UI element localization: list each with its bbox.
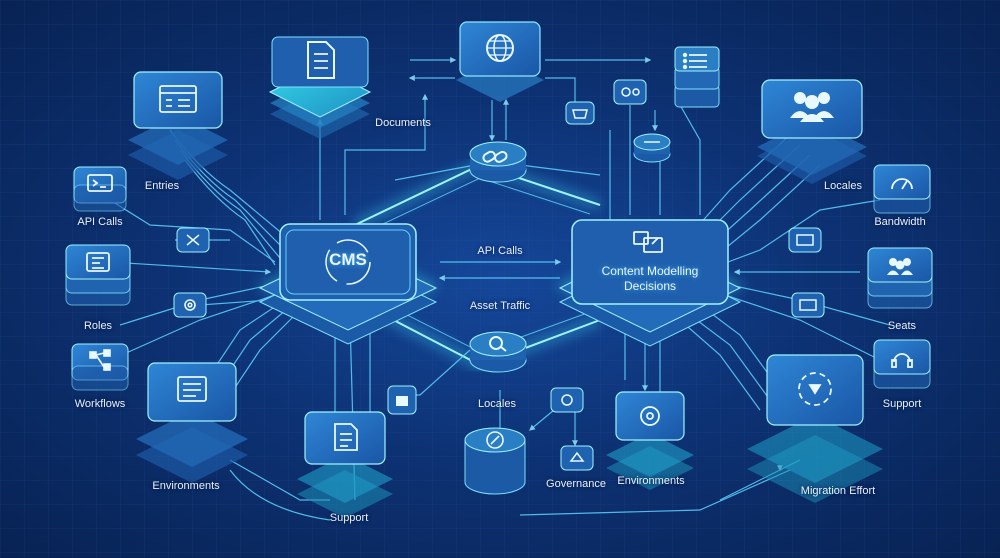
label-seats: Seats — [887, 320, 917, 332]
governance-shape-icon — [569, 451, 585, 462]
workflow-icon — [89, 349, 111, 371]
roles-icon — [86, 252, 110, 272]
lock-icon — [396, 396, 408, 406]
label-entries: Entries — [144, 180, 180, 192]
cms-title: CMS — [329, 250, 367, 269]
content-modelling-title: Content Modelling Decisions — [601, 264, 699, 293]
gear-icon-2 — [621, 87, 640, 97]
environments-gear-icon — [640, 406, 660, 426]
cms-hub[interactable] — [256, 223, 440, 345]
support-bottom-node[interactable] — [297, 411, 393, 518]
link-icon — [482, 150, 508, 163]
entries-window-icon — [159, 85, 197, 113]
compass-icon — [486, 431, 504, 449]
share-icon — [186, 234, 200, 246]
environments-center-node[interactable] — [606, 391, 694, 490]
label-support-bottom: Support — [329, 512, 369, 524]
environments-icon — [177, 376, 207, 402]
server-node[interactable] — [674, 46, 720, 108]
gauge-icon — [891, 178, 913, 190]
label-bandwidth: Bandwidth — [874, 216, 926, 228]
cart-node[interactable] — [565, 101, 595, 125]
seats-node[interactable] — [867, 247, 933, 309]
users-node[interactable] — [757, 79, 867, 184]
roles-node[interactable] — [65, 244, 131, 306]
headset-icon — [891, 353, 913, 368]
media-node[interactable] — [788, 227, 822, 253]
content-modelling-hub[interactable] — [554, 219, 746, 347]
terminal-icon — [87, 174, 113, 192]
locales-cylinder-node[interactable] — [464, 427, 526, 495]
governance-top-node[interactable] — [550, 387, 584, 413]
modelling-icon — [633, 231, 663, 253]
label-locales-right: Locales — [824, 180, 862, 192]
globe-node[interactable] — [456, 21, 544, 102]
label-support-right: Support — [882, 398, 922, 410]
database-node[interactable] — [633, 133, 671, 163]
label-roles: Roles — [83, 320, 113, 332]
migration-icon — [798, 372, 832, 406]
environments-node[interactable] — [136, 362, 248, 483]
governance-icon — [561, 394, 573, 406]
workflows-node[interactable] — [71, 343, 129, 391]
cart-icon — [572, 109, 588, 119]
search-node[interactable] — [469, 331, 527, 373]
label-environments-left: Environments — [152, 480, 220, 492]
documents-node[interactable] — [268, 36, 372, 139]
server-list-icon — [682, 52, 707, 70]
lock-node[interactable] — [387, 385, 417, 415]
gear-icon — [184, 299, 196, 311]
headset-node[interactable] — [873, 339, 931, 389]
terminal-node[interactable] — [73, 166, 127, 212]
label-workflows: Workflows — [74, 398, 126, 410]
label-governance: Governance — [546, 478, 606, 490]
gauge-node[interactable] — [873, 164, 931, 214]
governance-node[interactable] — [560, 445, 594, 471]
cms-refresh-icon — [325, 239, 371, 285]
migration-node[interactable] — [747, 354, 883, 503]
search-icon — [489, 336, 507, 352]
label-environments-center: Environments — [617, 475, 685, 487]
video-icon — [799, 299, 817, 311]
media-icon — [796, 234, 814, 246]
users-icon — [790, 92, 834, 122]
link-node[interactable] — [469, 141, 527, 183]
label-api-calls: API Calls — [77, 216, 123, 228]
label-migration-effort: Migration Effort — [800, 485, 876, 497]
share-node[interactable] — [176, 227, 210, 253]
entries-node[interactable] — [128, 71, 228, 180]
video-node[interactable] — [791, 292, 825, 318]
flow-api-calls: API Calls — [477, 245, 523, 257]
gear-node[interactable] — [613, 79, 647, 105]
flow-asset-traffic: Asset Traffic — [469, 300, 531, 312]
seats-users-icon — [887, 258, 913, 275]
document-icon — [307, 41, 335, 79]
label-documents: Documents — [375, 117, 431, 129]
support-doc-icon — [334, 423, 358, 451]
globe-icon — [486, 34, 514, 62]
label-locales-center: Locales — [478, 398, 516, 410]
settings-node[interactable] — [173, 292, 207, 318]
